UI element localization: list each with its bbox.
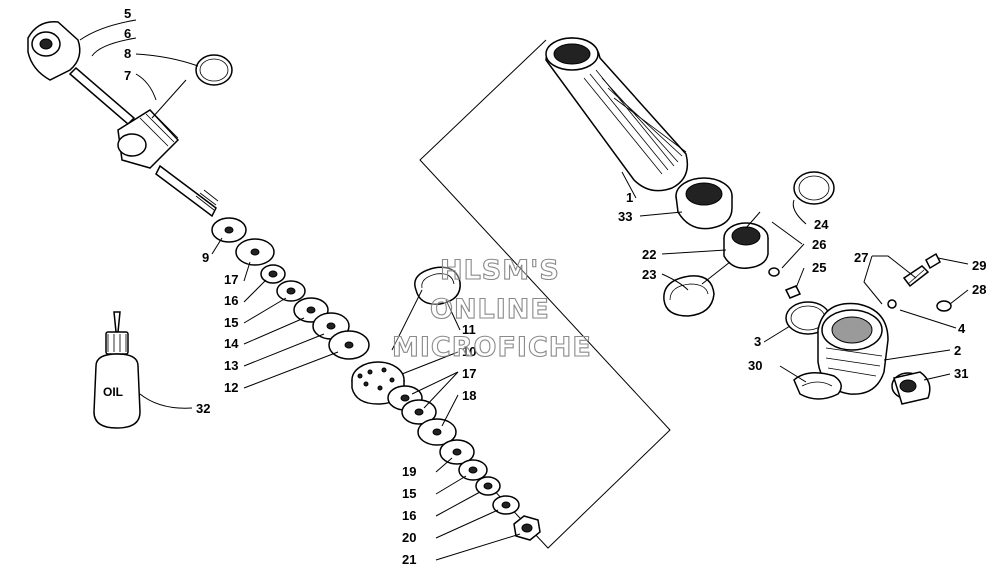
watermark-line-3: MICROFICHE: [392, 332, 592, 363]
part-4: [887, 299, 897, 309]
washer-stack-lower: [387, 385, 541, 541]
label-2: 2: [954, 343, 961, 358]
label-24: 24: [814, 217, 829, 232]
rod-end-eyelet: [27, 21, 81, 81]
label-11: 11: [462, 322, 476, 337]
label-14: 14: [224, 336, 239, 351]
label-22: 22: [642, 247, 656, 262]
part-labels: 5 6 8 7 9 17 16 15 14 13 12 32 11 10 17 …: [124, 6, 986, 567]
washer-15: [276, 280, 306, 302]
o-ring-24: [793, 171, 835, 205]
clip-30: [793, 372, 842, 400]
watermark: HLSM'S ONLINE MICROFICHE: [391, 254, 592, 363]
label-8: 8: [124, 46, 131, 61]
label-4: 4: [958, 321, 966, 336]
label-33: 33: [618, 209, 632, 224]
label-18: 18: [462, 388, 476, 403]
label-20: 20: [402, 530, 416, 545]
washer-28: [936, 300, 952, 312]
washer-stack-upper: [211, 217, 370, 360]
label-15b: 15: [402, 486, 416, 501]
collar-22: [723, 222, 769, 269]
label-23: 23: [642, 267, 656, 282]
label-12: 12: [224, 380, 238, 395]
label-30: 30: [748, 358, 762, 373]
label-6: 6: [124, 26, 131, 41]
label-19: 19: [402, 464, 416, 479]
label-25: 25: [812, 260, 826, 275]
spring-nut-33: [675, 177, 733, 230]
label-3: 3: [754, 334, 761, 349]
label-32: 32: [196, 401, 210, 416]
clip-ring-23: [663, 275, 715, 317]
washer-9: [211, 217, 247, 243]
label-15: 15: [224, 315, 238, 330]
washer-20: [492, 495, 520, 515]
washer-15b: [458, 459, 488, 481]
watermark-line-2: ONLINE: [430, 294, 550, 325]
threaded-body-1: [545, 37, 689, 192]
label-5: 5: [124, 6, 131, 21]
washer-17: [235, 238, 275, 266]
label-21: 21: [402, 552, 416, 567]
washer-18: [417, 418, 457, 446]
valve-core-25: [784, 285, 802, 299]
label-31: 31: [954, 366, 968, 381]
washer-16b: [475, 476, 501, 496]
label-28: 28: [972, 282, 986, 297]
washer-12: [328, 330, 370, 360]
piston-shaft: [68, 66, 219, 218]
label-17: 17: [224, 272, 238, 287]
washer-17c: [401, 399, 437, 425]
watermark-line-1: HLSM'S: [440, 255, 560, 286]
label-9: 9: [202, 250, 209, 265]
bushing-31: [891, 371, 931, 405]
valve-27: [902, 265, 930, 288]
washer-16: [260, 264, 286, 284]
label-7: 7: [124, 68, 131, 83]
label-16: 16: [224, 293, 238, 308]
label-1: 1: [626, 190, 633, 205]
screw-29: [925, 252, 941, 270]
label-16b: 16: [402, 508, 416, 523]
label-13: 13: [224, 358, 238, 373]
label-10: 10: [462, 344, 476, 359]
oil-bottle: OIL: [93, 311, 141, 429]
washer-19: [439, 439, 475, 465]
leader-lines: [79, 19, 969, 561]
label-26: 26: [812, 237, 826, 252]
reservoir-cap-2: [817, 302, 889, 395]
o-ring-8: [195, 54, 233, 86]
bottle-label: OIL: [103, 385, 123, 399]
label-29: 29: [972, 258, 986, 273]
nut-21: [513, 515, 541, 541]
piston-ring-11: [414, 266, 461, 305]
seal-head: [117, 109, 180, 169]
label-27: 27: [854, 250, 868, 265]
o-ring-26: [768, 267, 780, 277]
label-17b: 17: [462, 366, 476, 381]
